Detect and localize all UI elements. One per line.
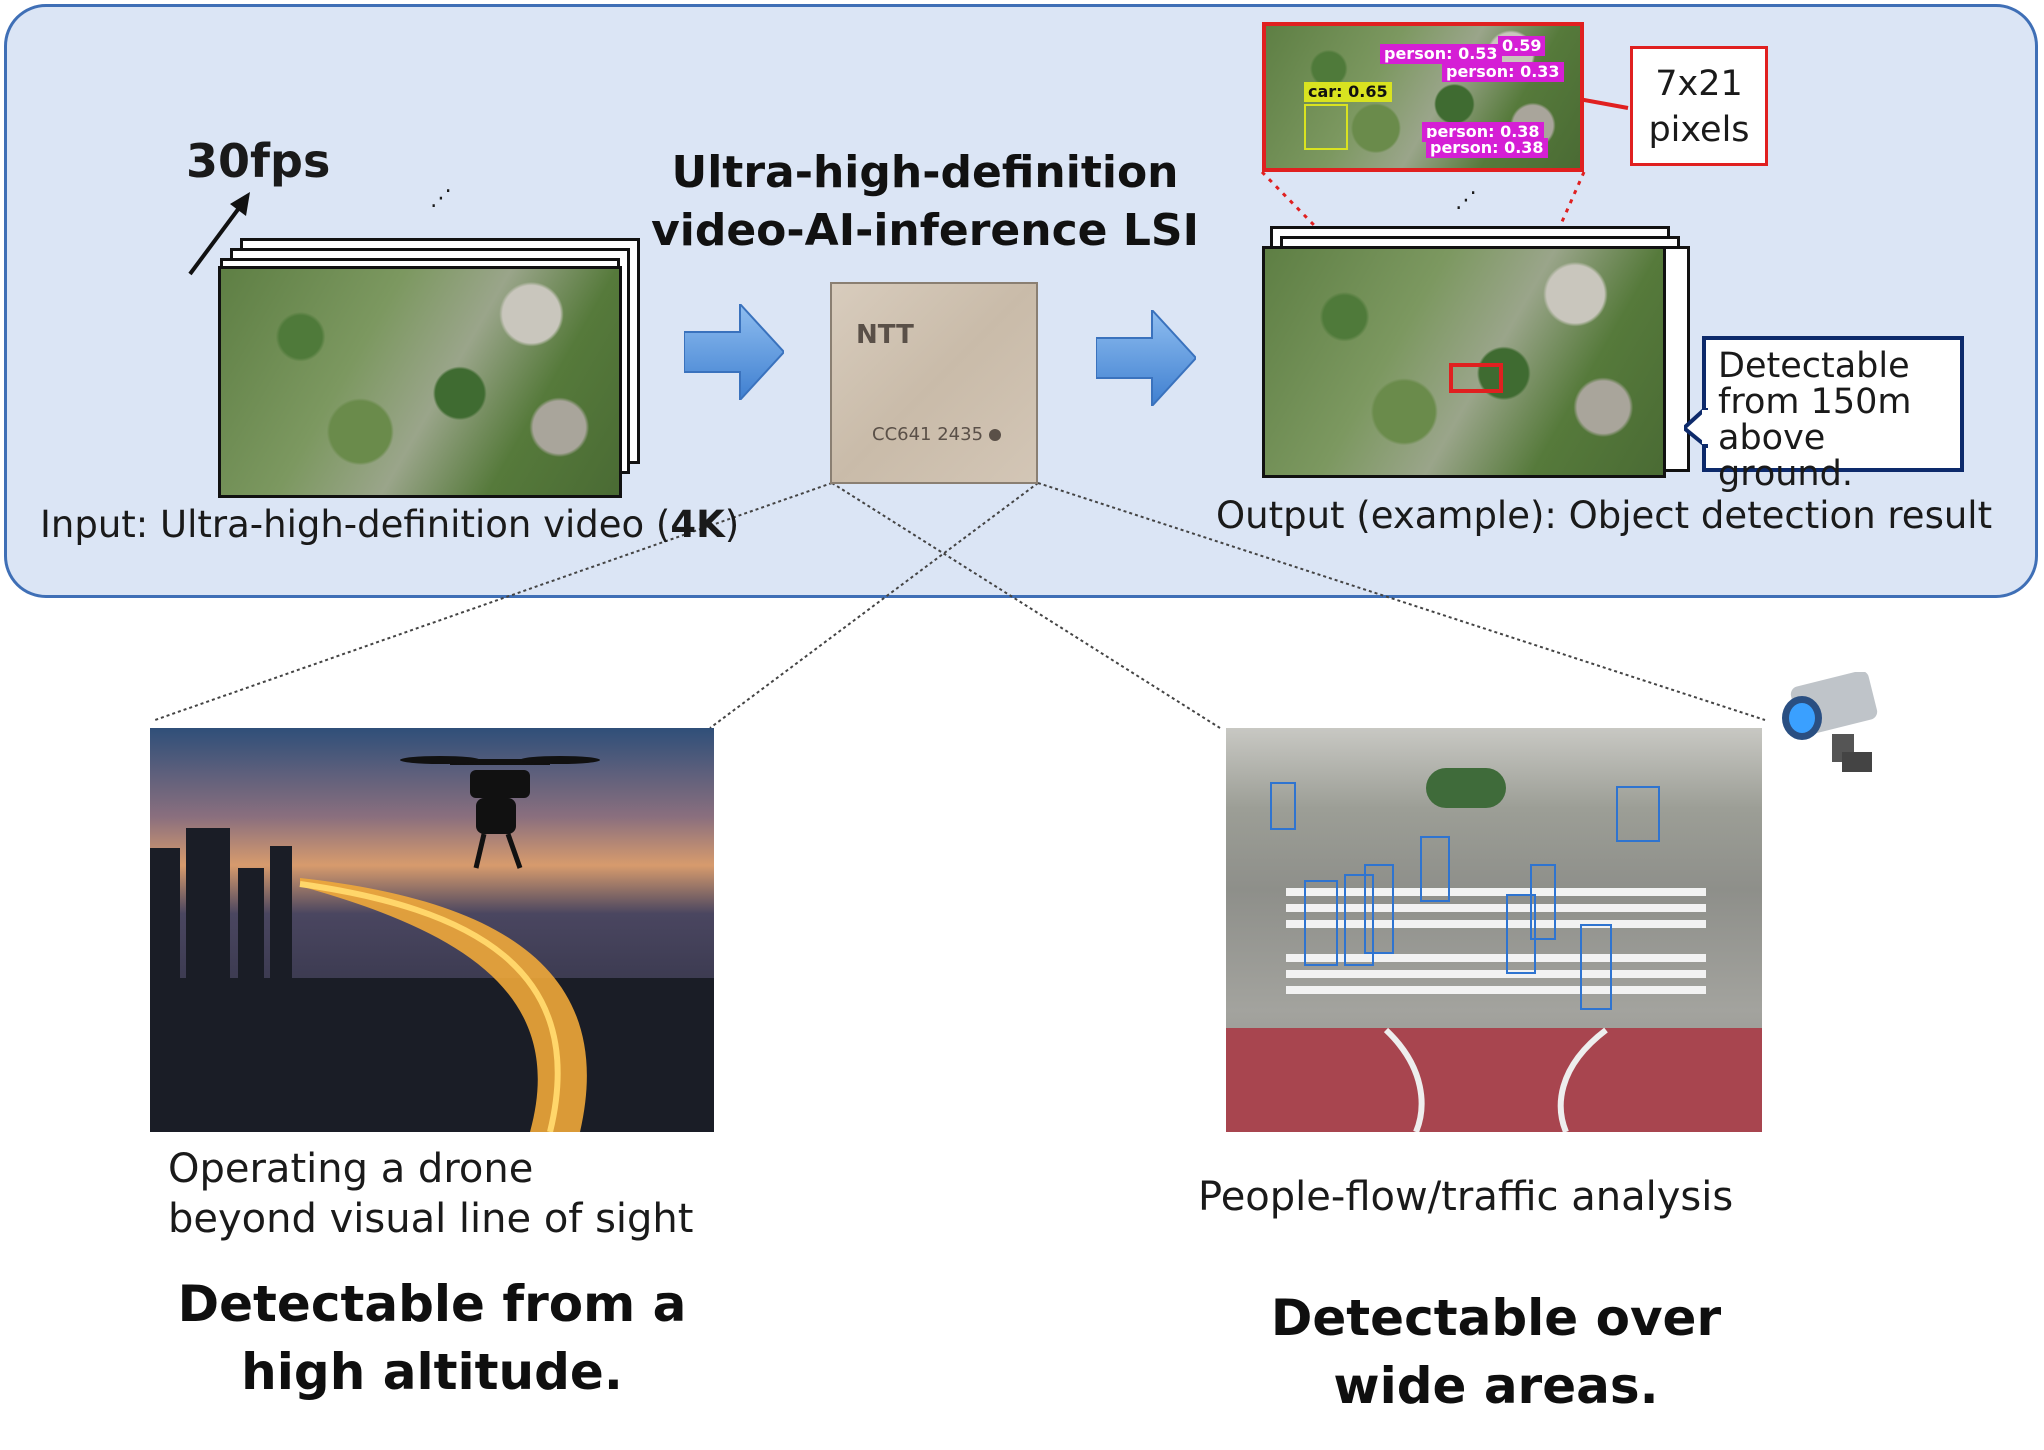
callout-line2: from 150m <box>1718 382 1912 422</box>
person-box-7 <box>1530 864 1556 940</box>
detection-label-person-4: person: 0.38 <box>1426 138 1548 158</box>
person-box-5 <box>1420 836 1450 902</box>
traffic-headline: Detectable over wide areas. <box>1196 1284 1796 1420</box>
traffic-caption: People-flow/traffic analysis <box>1198 1174 1734 1220</box>
arrow-right-icon-2 <box>1096 310 1196 406</box>
detection-label-person-2: person: 0.33 <box>1442 62 1564 82</box>
traffic-intersection-image <box>1226 728 1762 1132</box>
lsi-chip: NTT CC641 2435 <box>830 282 1038 484</box>
drone-headline-line2: high altitude. <box>241 1343 623 1401</box>
detection-label-score: 0.59 <box>1498 36 1546 56</box>
traffic-headline-line1: Detectable over <box>1270 1289 1722 1347</box>
chip-dot-icon <box>988 429 1001 441</box>
highway-lights <box>300 878 587 1132</box>
drone-caption-line1: Operating a drone <box>168 1146 534 1192</box>
lsi-title-line1: Ultra-high-definition <box>671 147 1179 198</box>
person-box-4 <box>1364 864 1394 954</box>
traffic-headline-line2: wide areas. <box>1333 1357 1659 1415</box>
callout-pointer <box>1684 408 1708 448</box>
drone-icon <box>400 756 600 869</box>
zoomed-detection-crop: person: 0.53 0.59 person: 0.33 car: 0.65… <box>1262 22 1584 172</box>
callout-line3: above ground. <box>1718 418 1853 494</box>
pixel-size-note: 7x21 pixels <box>1630 46 1768 166</box>
frames-ellipsis: ⋰ <box>430 186 452 211</box>
detection-highlight-box <box>1449 363 1503 393</box>
drone-city-image <box>150 728 714 1132</box>
output-video-frame <box>1262 246 1666 478</box>
callout-line1: Detectable <box>1718 346 1910 386</box>
car-bounding-box <box>1304 104 1348 150</box>
person-box-2 <box>1304 880 1338 966</box>
fps-label: 30fps <box>186 134 331 188</box>
input-video-frame <box>218 266 622 498</box>
arrow-right-icon-1 <box>684 304 784 400</box>
lsi-title: Ultra-high-definition video-AI-inference… <box>640 144 1210 260</box>
person-box-6 <box>1506 894 1536 974</box>
pixel-note-line2: pixels <box>1648 110 1750 150</box>
connector-line-traffic-left <box>831 482 1221 729</box>
person-box-8 <box>1580 924 1612 1010</box>
person-box-1 <box>1270 782 1296 830</box>
output-caption: Output (example): Object detection resul… <box>1216 494 1993 537</box>
connector-line-traffic-right <box>1037 482 1766 721</box>
fps-arrow-icon <box>188 192 250 276</box>
drone-headline-line1: Detectable from a <box>177 1275 687 1333</box>
input-caption: Input: Ultra-high-definition video (4K) <box>40 503 740 546</box>
drone-caption: Operating a drone beyond visual line of … <box>168 1144 693 1244</box>
drone-scene <box>150 756 714 1132</box>
person-box-3 <box>1344 874 1374 966</box>
chip-brand: NTT <box>856 320 914 350</box>
detection-label-person-1: person: 0.53 <box>1380 44 1502 64</box>
traffic-scene <box>1226 768 1762 1132</box>
drone-caption-line2: beyond visual line of sight <box>168 1196 694 1242</box>
altitude-callout: Detectable from 150m above ground. <box>1702 336 1964 492</box>
detection-label-person-3: person: 0.38 <box>1422 122 1544 142</box>
drone-headline: Detectable from a high altitude. <box>150 1270 714 1406</box>
pixel-note-line1: 7x21 <box>1655 64 1743 104</box>
output-frames-ellipsis: ⋰ <box>1455 188 1477 213</box>
security-camera-icon <box>1782 672 1878 772</box>
person-box-9 <box>1616 786 1660 842</box>
chip-code: CC641 2435 <box>872 424 1001 445</box>
detection-label-car: car: 0.65 <box>1304 82 1392 102</box>
lsi-title-line2: video-AI-inference LSI <box>651 205 1199 256</box>
connector-line-drone-right <box>709 482 1039 729</box>
bike-lane <box>1226 1028 1762 1132</box>
